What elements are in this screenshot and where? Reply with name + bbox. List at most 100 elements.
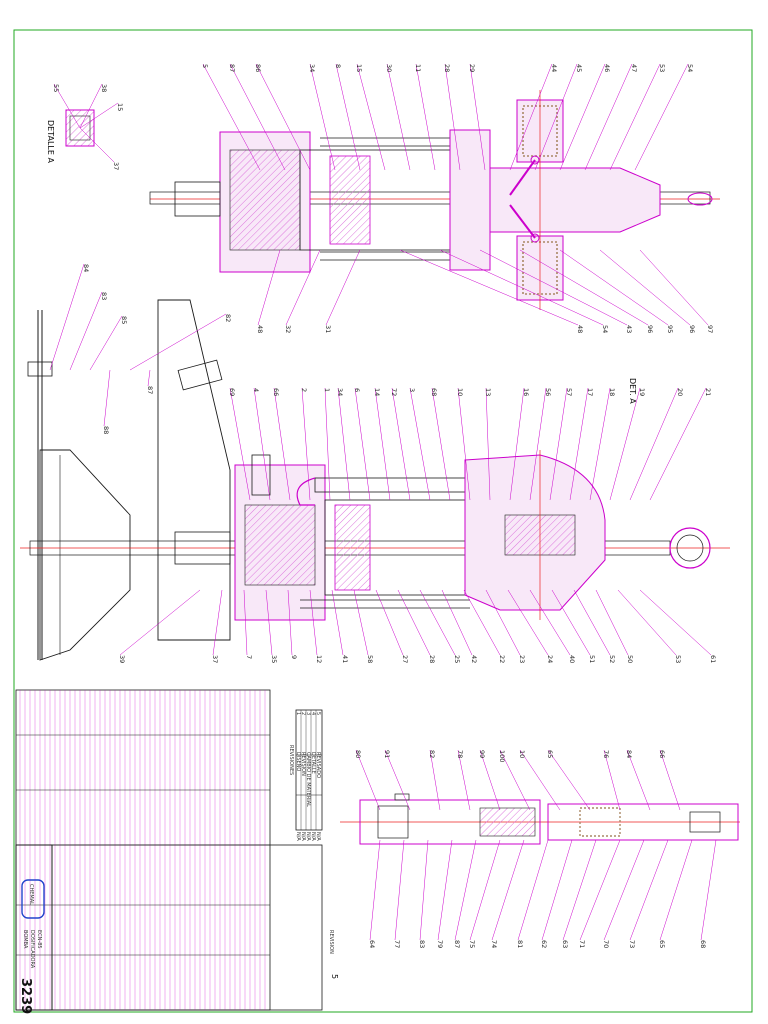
callout-mid-top-0-leader (229, 387, 251, 501)
callout-top-lower-9-leader (639, 249, 709, 326)
callout-mid-bottom-5-leader (309, 589, 318, 656)
callout-bottom-top-2: 82 (428, 750, 436, 758)
callout-bottom-bottom-6: 74 (490, 940, 498, 948)
callout-mid-top-8: 72 (390, 388, 398, 396)
callout-mid-top-1: 4 (252, 388, 260, 392)
callout-mid-bottom-8-leader (375, 589, 404, 656)
callout-mid-bottom-7-leader (353, 589, 369, 656)
callout-mid-top-10: 68 (430, 388, 438, 396)
callout-top-1: 87 (228, 64, 236, 72)
callout-mid-bottom-5: 12 (315, 655, 323, 663)
callout-top-7-leader (415, 63, 436, 171)
title-line-2: DOSIFICADORA (29, 930, 35, 969)
callout-top-lower-7-leader (559, 249, 669, 326)
company-logo: CHEMAL (28, 884, 34, 905)
callout-mid-top-20: 21 (704, 388, 712, 396)
callout-bottom-top-6: 10 (518, 750, 526, 758)
callout-mid-bottom-0-leader (119, 589, 201, 656)
callout-mid-top-11-leader (457, 387, 471, 501)
callout-bottom-bottom-6-leader (491, 839, 525, 941)
callout-top-lower-3-leader (399, 249, 579, 326)
callout-top-2-leader (255, 63, 311, 171)
callout-bottom-top-7: 65 (546, 750, 554, 758)
callout-mid-top-1-leader (253, 387, 271, 501)
callout-top-5-leader (356, 63, 386, 171)
callout-mid-bottom-6-leader (331, 589, 344, 656)
callout-top-4: 8 (334, 64, 342, 68)
callout-top-lower-1-leader (285, 249, 321, 326)
callout-bottom-top-7-leader (547, 749, 591, 811)
callout-top-3: 34 (308, 64, 316, 72)
top-assembly (149, 90, 720, 310)
callout-detail-1-leader (79, 83, 103, 129)
callout-mid-top-4: 1 (323, 388, 331, 392)
revision-cell: DETALLE (310, 752, 316, 774)
callout-mid-top-15: 57 (565, 388, 573, 396)
callout-left-1: 83 (100, 292, 108, 300)
callout-mid-bottom-16: 51 (588, 655, 596, 663)
callout-top-2: 86 (254, 64, 262, 72)
callout-bottom-top-0-leader (355, 749, 381, 811)
callout-top-lower-3: 48 (576, 325, 584, 333)
callout-mid-bottom-12: 22 (498, 655, 506, 663)
callout-top-lower-7: 95 (666, 325, 674, 333)
callout-bottom-bottom-1-leader (394, 839, 405, 941)
callout-detail-3-leader (79, 127, 115, 163)
callout-mid-bottom-9: 28 (428, 655, 436, 663)
callout-mid-top-13: 16 (522, 388, 530, 396)
callout-top-lower-6: 96 (646, 325, 654, 333)
callout-mid-top-6-leader (354, 387, 371, 501)
revision-cell: N/A (315, 832, 321, 841)
callout-mid-bottom-13: 23 (518, 655, 526, 663)
callout-top-10-leader (509, 63, 553, 171)
callout-bottom-bottom-1: 77 (393, 940, 401, 948)
callout-left-5-leader (147, 369, 151, 387)
callout-mid-top-9: 3 (408, 388, 416, 392)
callout-mid-top-16-leader (569, 387, 589, 501)
callout-mid-bottom-18: 50 (626, 655, 634, 663)
callout-mid-bottom-6: 41 (341, 655, 349, 663)
callout-left-4: 82 (224, 314, 232, 322)
callout-top-14: 53 (658, 64, 666, 72)
callout-mid-bottom-19: 53 (674, 655, 682, 663)
callout-mid-top-17: 18 (608, 388, 616, 396)
callout-bottom-bottom-14-leader (700, 839, 717, 941)
callout-detail-2-leader (79, 102, 119, 129)
callout-top-0: 5 (201, 64, 209, 68)
det-a-label: DET. A (628, 378, 637, 404)
callout-mid-top-20-leader (649, 387, 707, 501)
callout-mid-top-13-leader (509, 387, 525, 501)
callout-detail-3: 37 (112, 162, 120, 170)
title-line-3: ECN-85 (36, 930, 42, 949)
callout-mid-bottom-17-leader (573, 589, 611, 656)
callout-bottom-bottom-12-leader (629, 839, 669, 941)
callout-mid-top-16: 17 (586, 388, 594, 396)
callout-top-6: 30 (385, 64, 393, 72)
callout-bottom-bottom-11-leader (603, 839, 645, 941)
callout-bottom-top-5-leader (499, 749, 531, 811)
callout-mid-top-18: 19 (638, 388, 646, 396)
callout-mid-bottom-17: 52 (608, 655, 616, 663)
callout-bottom-bottom-5: 75 (468, 940, 476, 948)
callout-top-lower-5: 43 (625, 325, 633, 333)
bottom-assembly (340, 793, 740, 845)
revision-cell: N/A (305, 832, 311, 841)
callout-mid-top-11: 10 (456, 388, 464, 396)
revision-cell: REVISADO (315, 752, 321, 778)
callout-top-14-leader (609, 63, 661, 171)
callout-bottom-top-2-leader (429, 749, 441, 811)
callout-mid-top-0: 69 (228, 388, 236, 396)
callout-mid-top-9-leader (409, 387, 431, 501)
callout-bottom-top-0: 80 (354, 750, 362, 758)
callout-mid-bottom-20-leader (639, 589, 712, 656)
detail-a: DETALLE A (46, 109, 95, 163)
callout-top-15-leader (634, 63, 689, 171)
revision-label: REVISION (328, 930, 334, 954)
callout-mid-top-7: 14 (373, 388, 381, 396)
revision-number: 5 (330, 974, 339, 979)
revision-cell: N/A (295, 832, 301, 841)
callout-left-2-leader (89, 315, 123, 371)
callout-top-13: 47 (630, 64, 638, 72)
